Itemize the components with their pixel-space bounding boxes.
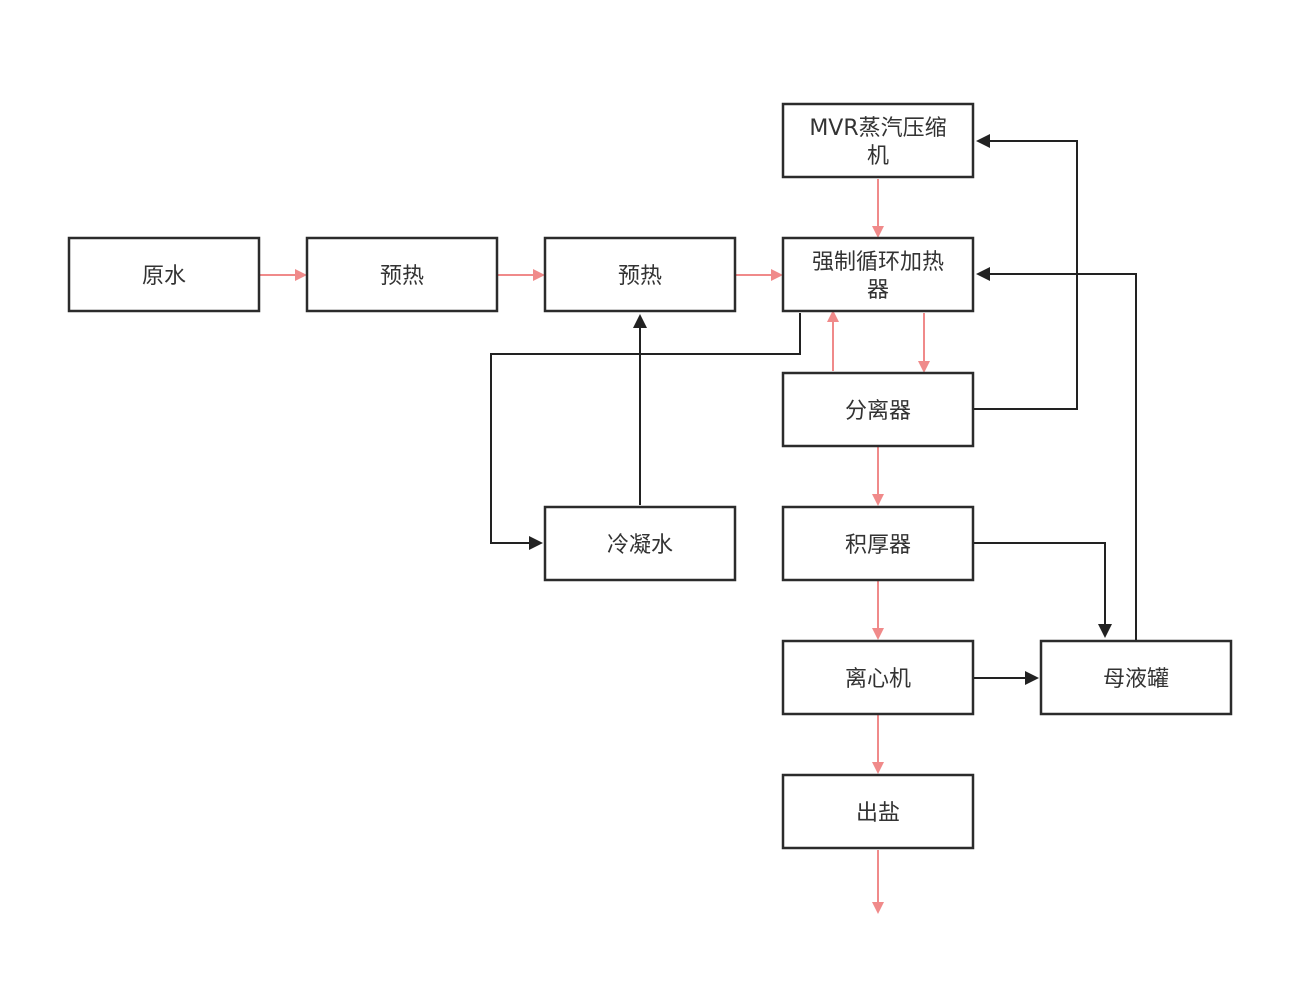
- node-preheat-2-label: 预热: [618, 264, 662, 289]
- node-condensate-label: 冷凝水: [607, 533, 673, 558]
- return-flow-edges: [490, 134, 1137, 685]
- edge-tank-to-heater: [976, 267, 1137, 640]
- node-thickener-label: 积厚器: [845, 533, 911, 558]
- node-mvr-compressor-label-line1: MVR蒸汽压缩: [809, 116, 946, 141]
- node-centrifuge-label: 离心机: [845, 667, 911, 692]
- node-salt-output: 出盐: [781, 773, 975, 850]
- node-thickener: 积厚器: [781, 505, 975, 582]
- node-preheat-2: 预热: [543, 236, 737, 313]
- node-salt-output-label: 出盐: [856, 801, 900, 826]
- node-raw-water-label: 原水: [142, 264, 186, 289]
- node-heater: 强制循环加热 器: [781, 236, 975, 313]
- node-mvr-compressor-label-line2: 机: [867, 144, 889, 169]
- node-separator: 分离器: [781, 371, 975, 448]
- node-preheat-1: 预热: [305, 236, 499, 313]
- edge-thickener-to-tank: [974, 542, 1112, 638]
- process-flow-edges: [260, 179, 930, 914]
- node-heater-label-line1: 强制循环加热: [812, 250, 944, 275]
- node-centrifuge: 离心机: [781, 639, 975, 716]
- node-mvr-compressor: MVR蒸汽压缩 机: [781, 102, 975, 179]
- node-raw-water: 原水: [67, 236, 261, 313]
- node-condensate: 冷凝水: [543, 505, 737, 582]
- node-mother-liquor-tank-label: 母液罐: [1103, 667, 1169, 692]
- edge-heater-to-condensate: [490, 313, 801, 550]
- node-preheat-1-label: 预热: [380, 264, 424, 289]
- node-mother-liquor-tank: 母液罐: [1039, 639, 1233, 716]
- node-separator-label: 分离器: [845, 399, 911, 424]
- node-heater-label-line2: 器: [867, 278, 889, 303]
